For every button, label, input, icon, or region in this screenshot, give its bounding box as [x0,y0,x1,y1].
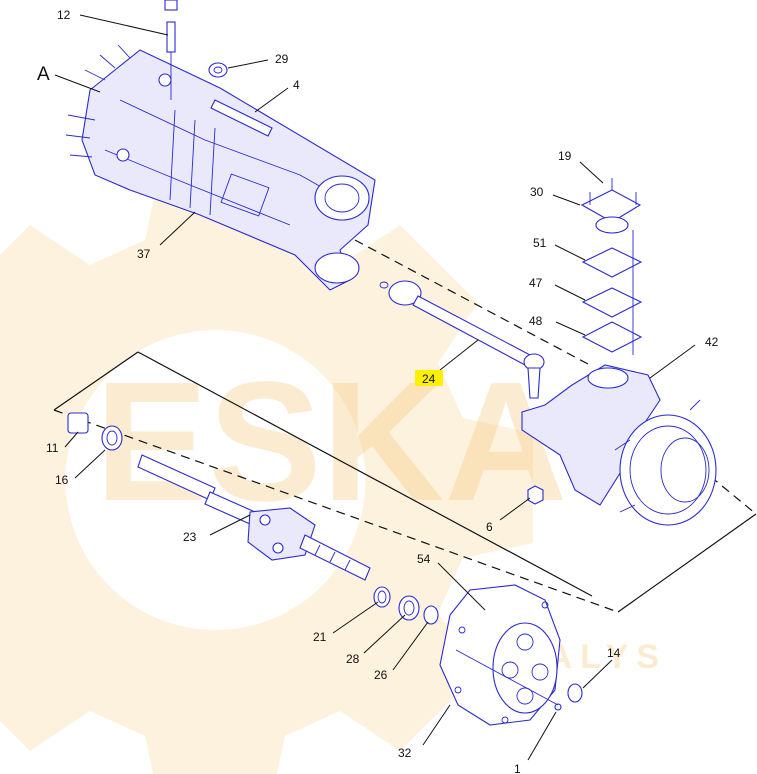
callout-32[interactable]: 32 [398,746,412,760]
callout-42[interactable]: 42 [705,335,719,349]
callout-19[interactable]: 19 [558,149,572,163]
callout-26[interactable]: 26 [374,668,388,682]
part-king-pin-cap [580,178,642,234]
part-screw [554,703,562,711]
ring-28 [398,595,420,621]
part-tie-rod [379,280,545,399]
callout-47[interactable]: 47 [529,276,543,290]
leader-lines [54,14,696,761]
callout-54[interactable]: 54 [417,552,431,566]
callouts: 12 29 4 37 19 30 51 47 48 42 24 11 16 23… [46,8,719,774]
part-plug-14 [567,683,583,703]
callout-1[interactable]: 1 [514,762,521,774]
callout-37[interactable]: 37 [137,247,151,261]
gasket-48 [581,321,643,353]
callout-21[interactable]: 21 [313,630,327,644]
callout-6[interactable]: 6 [486,520,493,534]
callout-23[interactable]: 23 [183,530,197,544]
callout-14[interactable]: 14 [607,646,621,660]
view-label: A [37,64,50,85]
watermark-text-main: ESKA [95,347,567,537]
ring-21 [373,586,391,608]
callout-24[interactable]: 24 [422,372,436,386]
part-bushing [67,412,89,434]
ring-26 [423,605,439,625]
part-planetary-housing [439,584,561,726]
part-bolt [164,0,178,100]
part-steering-knuckle [521,364,717,526]
callout-30[interactable]: 30 [530,185,544,199]
gasket-47 [581,287,643,318]
part-seal [101,425,123,451]
callout-48[interactable]: 48 [529,314,543,328]
assembly-outline [53,239,757,613]
part-nut [527,485,544,505]
callout-11[interactable]: 11 [46,441,59,455]
watermark-gear [0,170,533,774]
callout-51[interactable]: 51 [533,236,547,250]
callout-4[interactable]: 4 [293,78,300,92]
callout-16[interactable]: 16 [55,473,69,487]
part-stud [210,99,273,137]
part-plug [208,62,228,78]
callout-29[interactable]: 29 [275,52,289,66]
callout-28[interactable]: 28 [346,652,360,666]
callout-12[interactable]: 12 [57,8,71,22]
part-axle-shaft [137,454,371,581]
gasket-51 [581,247,643,278]
callout-24-highlight [415,370,443,386]
axle-housing [65,44,376,291]
